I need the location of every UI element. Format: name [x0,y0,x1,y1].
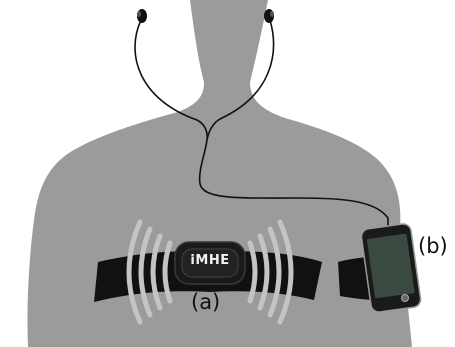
phone-icon [360,223,421,313]
left-earbud-icon [137,9,147,23]
phone-label: (b) [418,236,448,257]
sensor-label: (a) [191,292,220,313]
sensor-logo-text: iMHE [184,254,236,267]
right-earbud-icon [264,9,274,23]
